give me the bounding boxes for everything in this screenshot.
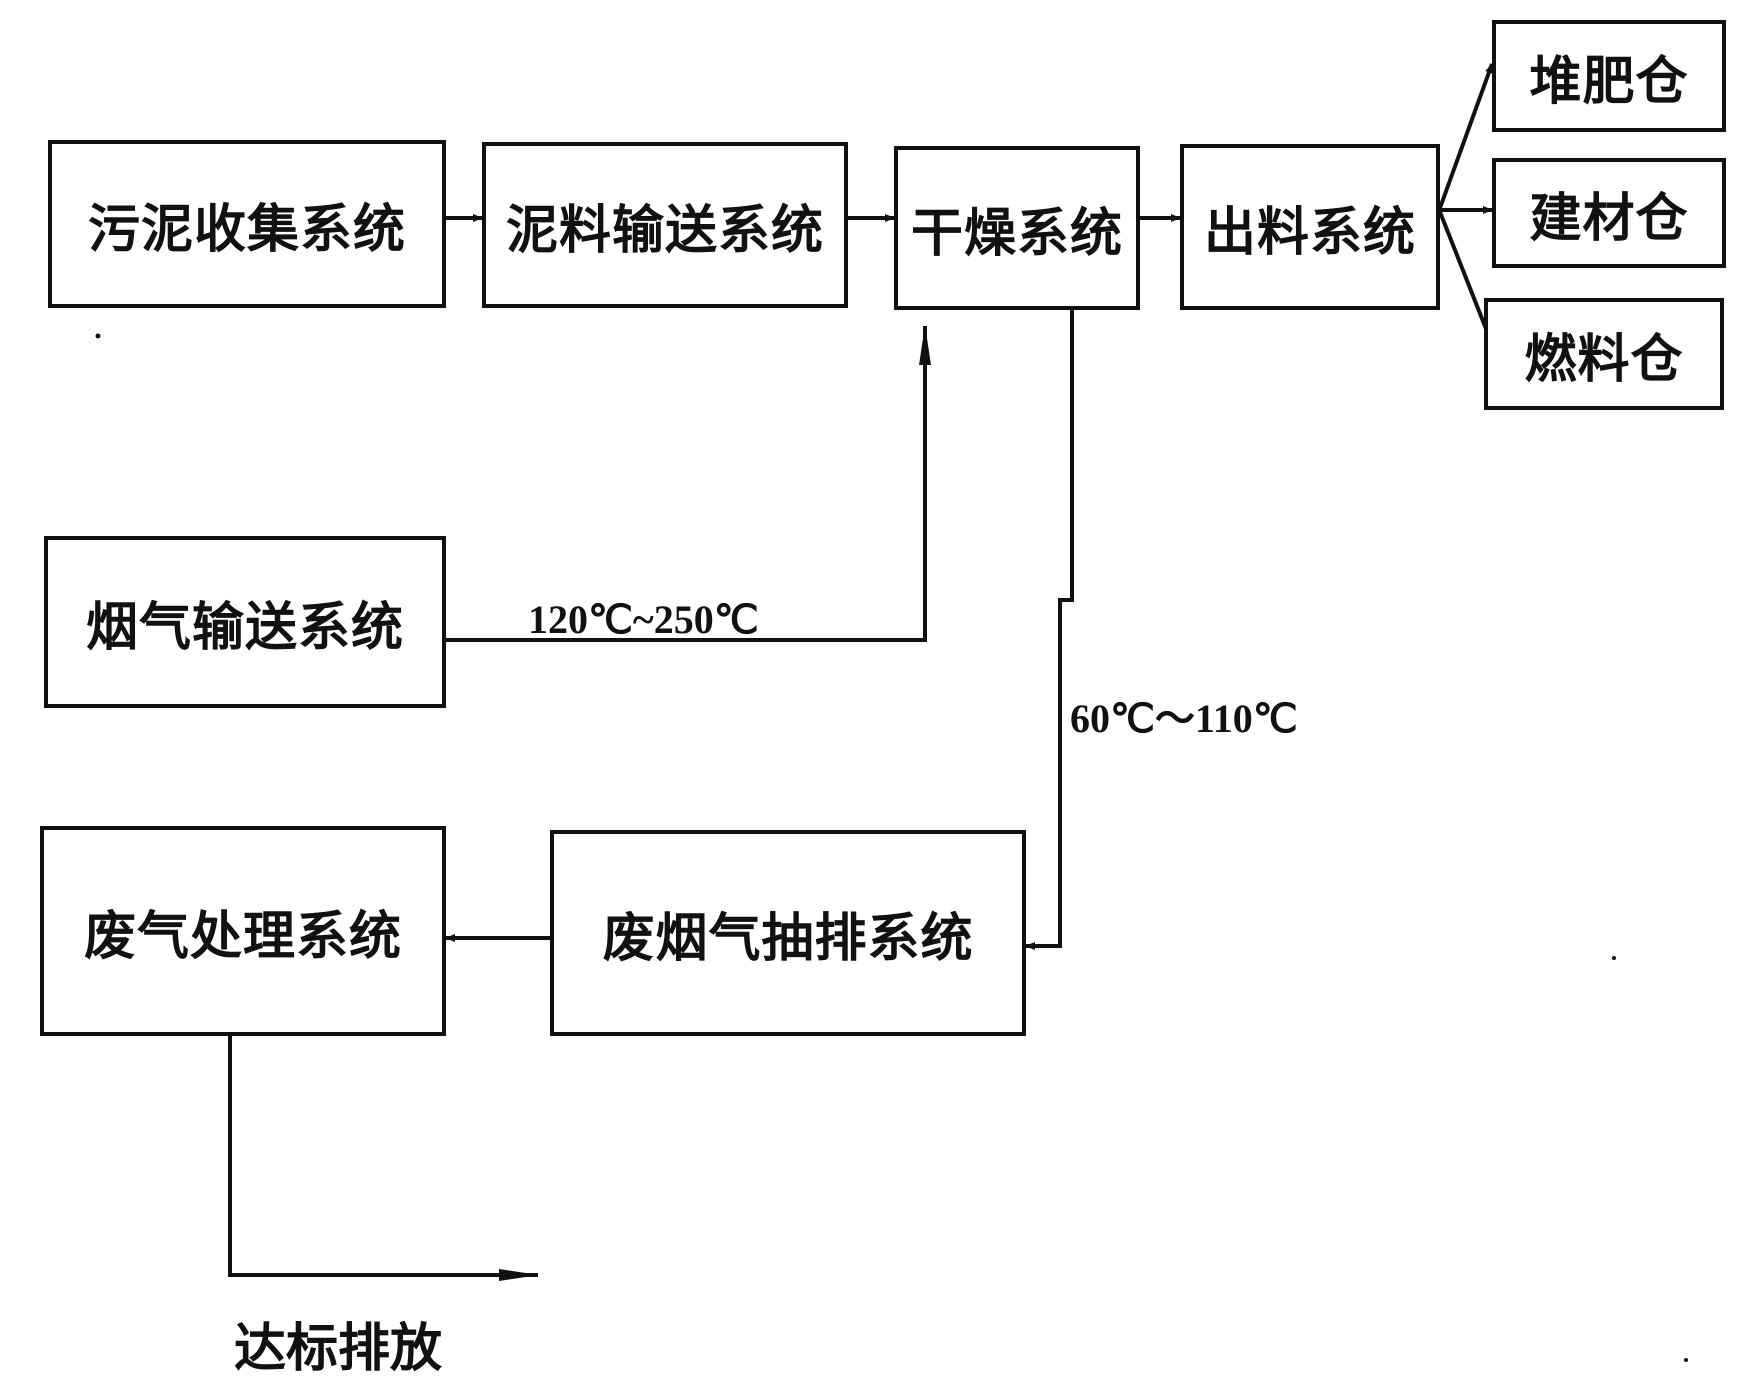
- arrow-to-compost-bin: [1438, 63, 1494, 209]
- compost-bin-label: 堆肥仓: [1529, 51, 1689, 112]
- fuel-bin-label: 燃料仓: [1524, 329, 1684, 390]
- fuel-bin-box: 燃料仓: [1484, 298, 1724, 410]
- sludge-conveying-box: 泥料输送系统: [482, 142, 848, 308]
- arrow-drying-to-extraction: [1025, 310, 1074, 950]
- discharge-standard-label: 达标排放: [234, 1319, 443, 1379]
- discharge-label: 出料系统: [1203, 202, 1416, 263]
- exhaust-treatment-box: 废气处理系统: [40, 826, 446, 1036]
- drying-box: 干燥系统: [894, 146, 1140, 310]
- building-material-bin-box: 建材仓: [1492, 158, 1726, 268]
- compost-bin-box: 堆肥仓: [1492, 20, 1726, 132]
- inlet-temperature-label: 120℃~250℃: [528, 597, 759, 642]
- exhaust-treatment-label: 废气处理系统: [83, 906, 402, 967]
- arrow-flue-gas-to-drying: [446, 325, 931, 642]
- waste-flue-gas-extraction-label: 废烟气抽排系统: [602, 908, 974, 969]
- flue-gas-conveying-box: 烟气输送系统: [44, 536, 446, 708]
- building-material-bin-label: 建材仓: [1529, 188, 1689, 249]
- arrow-to-fuel-bin: [1438, 211, 1494, 345]
- sludge-collection-label: 污泥收集系统: [87, 199, 406, 260]
- flue-gas-conveying-label: 烟气输送系统: [85, 597, 404, 658]
- waste-flue-gas-extraction-box: 废烟气抽排系统: [550, 830, 1026, 1036]
- speck: [95, 333, 101, 339]
- sludge-conveying-label: 泥料输送系统: [505, 200, 824, 261]
- arrow-treatment-to-discharge: [228, 1036, 539, 1281]
- speck: [1612, 956, 1616, 960]
- speck: [1684, 1358, 1688, 1362]
- sludge-collection-box: 污泥收集系统: [48, 140, 446, 308]
- outlet-temperature-label: 60℃～110℃: [1070, 696, 1298, 741]
- discharge-box: 出料系统: [1180, 144, 1440, 310]
- drying-label: 干燥系统: [910, 203, 1123, 264]
